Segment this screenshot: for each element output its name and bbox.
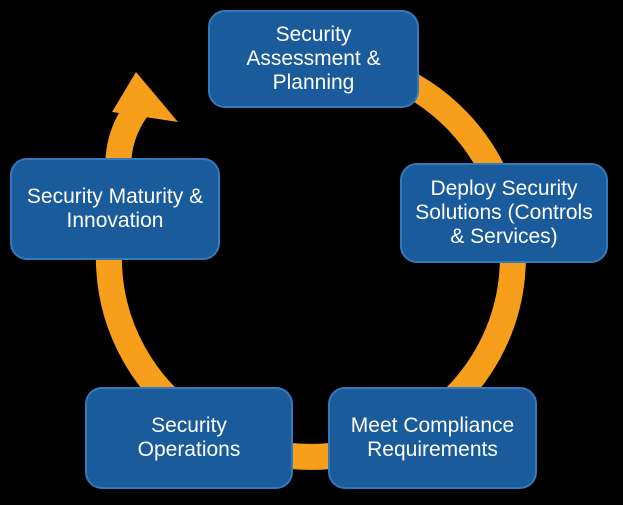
node-label: Meet Compliance Requirements [350,414,515,461]
node-security-assessment-planning: Security Assessment & Planning [208,10,419,108]
node-security-maturity-innovation: Security Maturity & Innovation [10,158,220,260]
node-security-operations: Security Operations [85,387,293,489]
node-meet-compliance-requirements: Meet Compliance Requirements [328,387,537,489]
node-label: Security Operations [137,414,241,461]
node-label: Deploy Security Solutions (Controls & Se… [415,177,593,248]
cycle-arrowhead-icon [112,72,178,122]
node-deploy-security-solutions: Deploy Security Solutions (Controls & Se… [400,163,608,263]
node-label: Security Maturity & Innovation [26,185,204,232]
node-label: Security Assessment & Planning [246,23,381,94]
